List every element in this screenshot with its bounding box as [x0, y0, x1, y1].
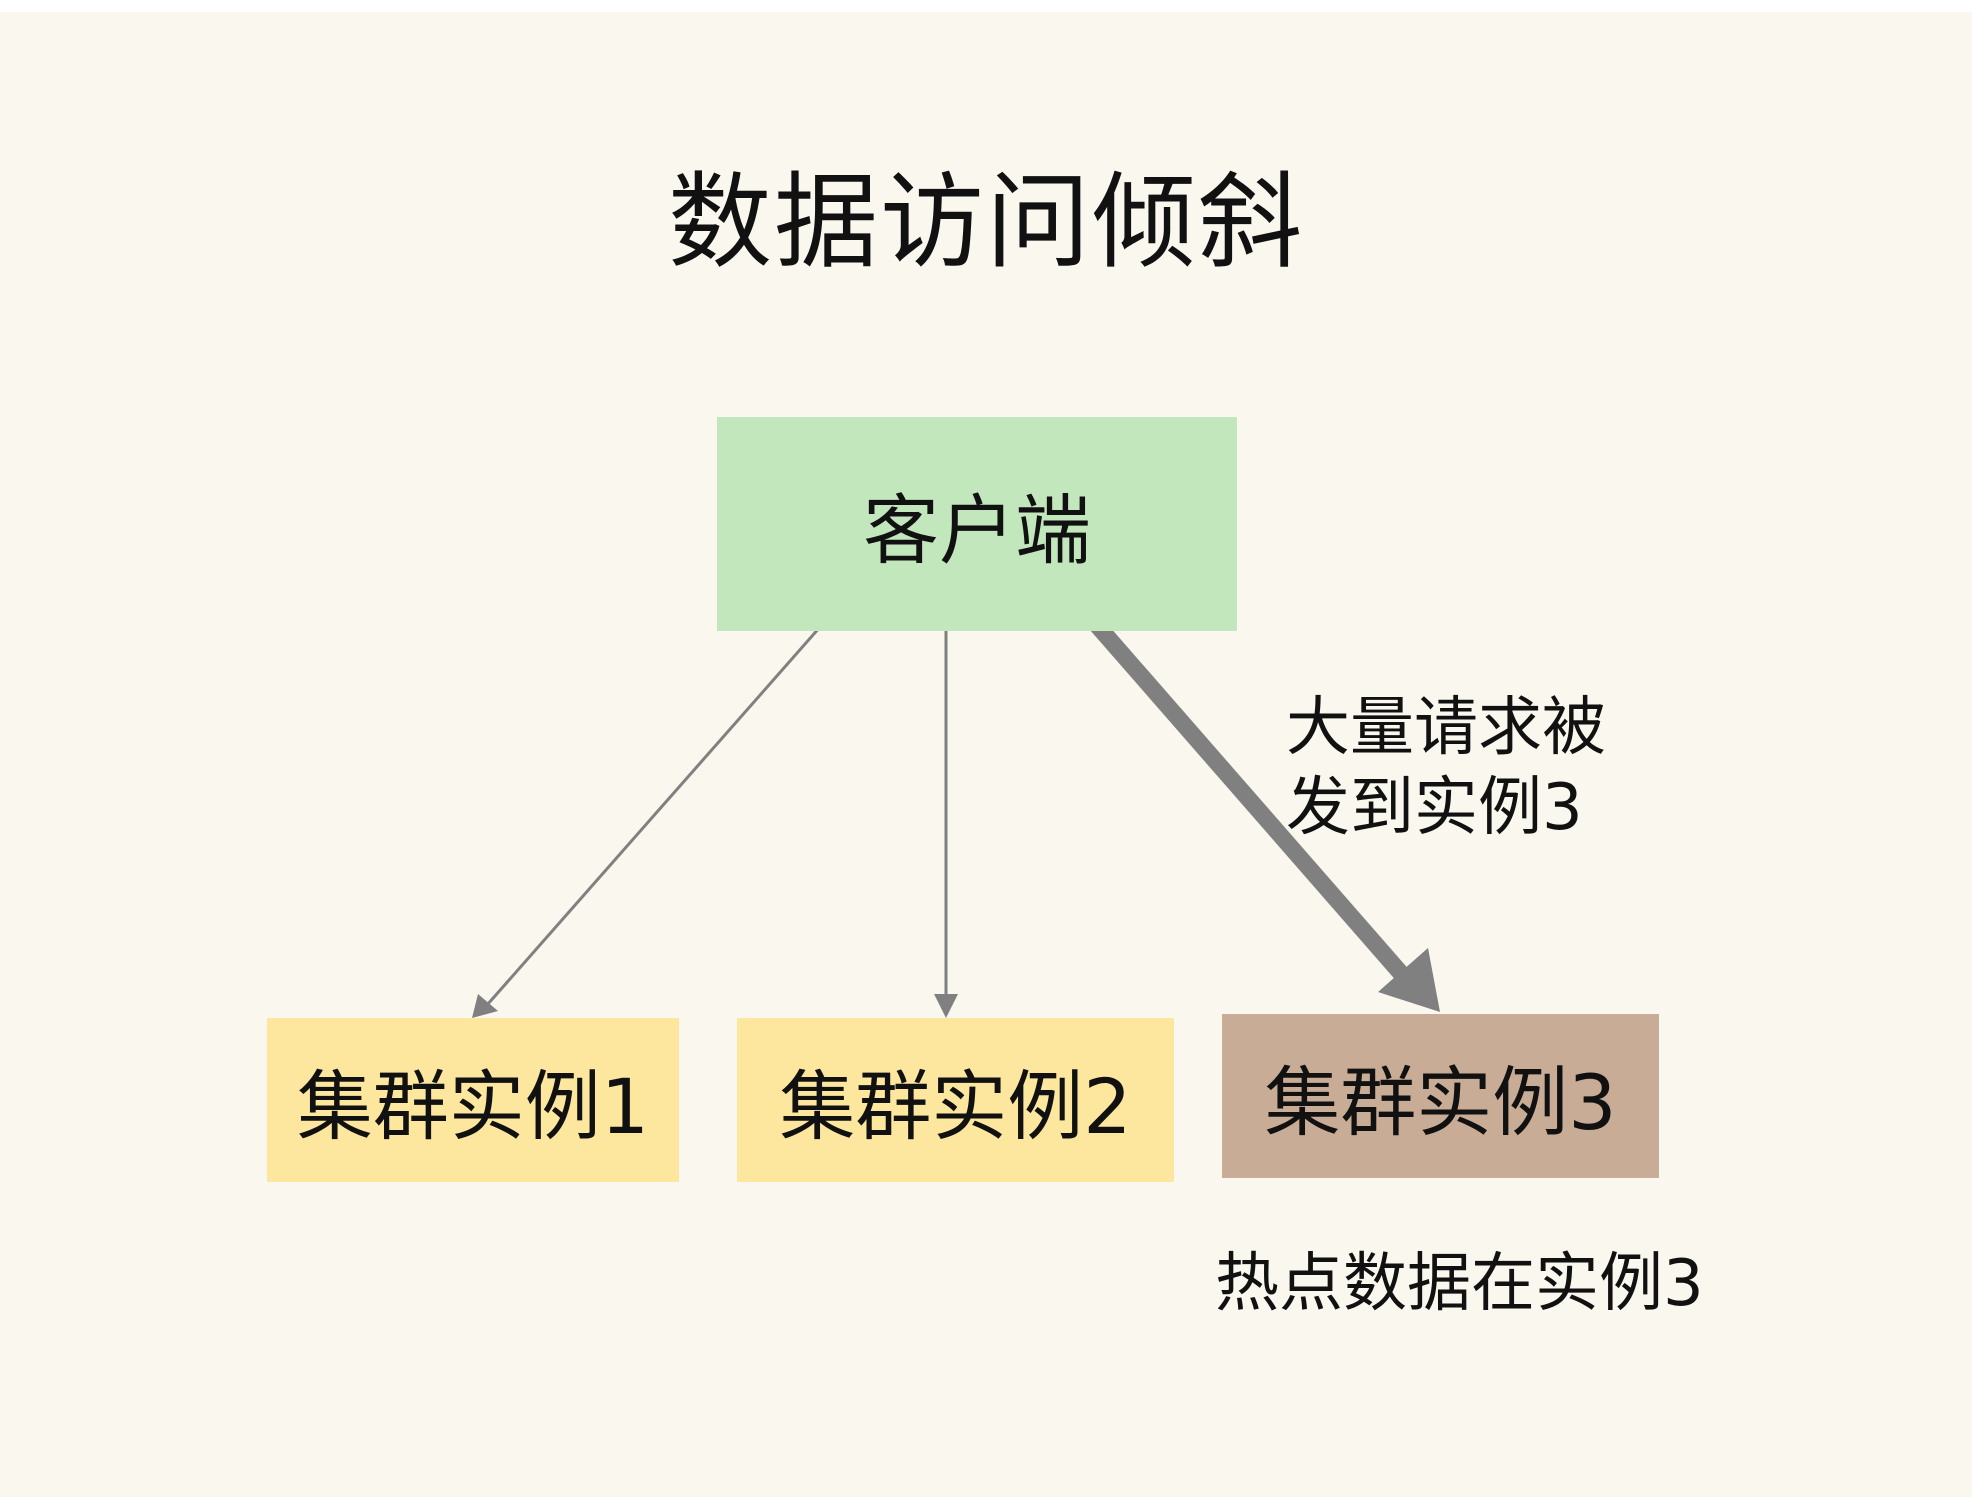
instance-1-label: 集群实例1 — [296, 1062, 650, 1151]
arrow-to-instance-3-heavy — [1089, 618, 1440, 1012]
client-label: 客户端 — [863, 486, 1091, 575]
heavy-requests-line-1: 大量请求被 — [1286, 691, 1606, 765]
instance-3-label: 集群实例3 — [1264, 1058, 1617, 1147]
arrow-to-instance-1 — [472, 626, 822, 1018]
cluster-instance-3: 集群实例3 — [1222, 1014, 1659, 1178]
cluster-instance-2: 集群实例2 — [737, 1018, 1174, 1182]
instance-2-label: 集群实例2 — [779, 1062, 1132, 1151]
diagram-title: 数据访问倾斜 — [667, 161, 1304, 283]
heavy-requests-line-2: 发到实例3 — [1286, 771, 1583, 845]
client-node: 客户端 — [717, 417, 1237, 631]
heavy-requests-note: 大量请求被 发到实例3 — [1286, 688, 1646, 848]
cluster-instance-1: 集群实例1 — [267, 1018, 679, 1182]
arrow-to-instance-2 — [934, 631, 958, 1018]
diagram-canvas — [0, 12, 1972, 1497]
hot-data-note: 热点数据在实例3 — [1215, 1247, 1704, 1321]
